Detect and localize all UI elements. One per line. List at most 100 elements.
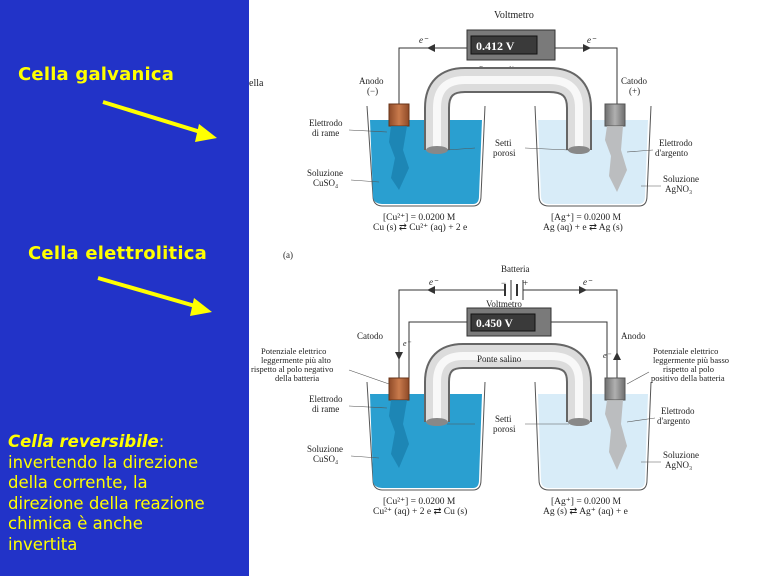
bottom-e-down-right: e⁻ — [603, 351, 612, 360]
bottom-agno3-label-1: Soluzione — [663, 450, 699, 460]
bottom-right-potential-pointer — [626, 371, 650, 385]
bottom-cu-electrode-pointer — [348, 405, 388, 409]
top-electron-right: e⁻ — [587, 35, 597, 45]
top-silver-electrode — [605, 126, 627, 192]
panel-label-a: (a) — [283, 250, 293, 260]
top-porous-label-1: Setti — [495, 138, 512, 148]
top-electron-arrow-left — [427, 44, 435, 52]
bottom-wire-right — [523, 289, 618, 380]
bottom-ag-concentration: [Ag⁺] = 0.0200 M — [551, 497, 622, 507]
note-title: Cella reversibile — [8, 432, 159, 451]
bottom-left-potential-4: della batteria — [275, 373, 319, 383]
bottom-cuso4-label-2: CuSO₄ — [313, 454, 338, 464]
top-porous-plug-left — [426, 146, 448, 154]
top-cuso4-pointer — [350, 179, 380, 183]
top-wire-left — [398, 47, 467, 104]
top-ag-electrode-label-2: d'argento — [655, 148, 688, 158]
note-line: direzione della reazione — [8, 493, 205, 513]
top-cu-electrode-label-2: di rame — [312, 128, 339, 138]
bottom-silver-electrode — [605, 400, 627, 470]
bottom-copper-electrode — [389, 400, 409, 468]
bottom-porous-plug-left — [426, 418, 448, 426]
bottom-ag-electrode-label-2: d'argento — [657, 416, 690, 426]
top-anode-label: Anodo — [359, 76, 384, 86]
top-cu-reaction: Cu (s) ⇄ Cu²⁺ (aq) + 2 e — [373, 222, 467, 233]
top-silver-electrode-top — [604, 103, 626, 127]
bottom-e-down-left: e⁻ — [403, 339, 412, 348]
arrow-galvanic — [102, 100, 217, 142]
top-porous-pointer-left — [446, 147, 476, 151]
battery-plus: + — [523, 278, 528, 288]
bottom-cu-electrode-label-2: di rame — [312, 404, 339, 414]
bottom-silver-electrode-top — [604, 377, 626, 401]
bottom-cathode-label: Catodo — [357, 331, 383, 341]
bottom-left-potential-pointer — [348, 369, 390, 385]
top-copper-electrode — [389, 126, 409, 190]
top-cu-electrode-pointer — [348, 129, 388, 133]
bottom-agno3-label-2: AgNO₃ — [665, 460, 692, 470]
bottom-right-potential-2: leggermente più basso — [653, 355, 729, 365]
top-electron-left: e⁻ — [419, 35, 429, 45]
bottom-voltmeter-display — [470, 313, 536, 332]
bottom-cu-concentration: [Cu²⁺] = 0.0200 M — [383, 497, 456, 507]
top-voltmeter-value: 0.412 V — [476, 39, 515, 53]
top-anode-sign: (−) — [367, 86, 378, 96]
label-electrolytic-cell: Cella elettrolitica — [28, 243, 207, 264]
reversible-cell-note: Cella reversibile: invertendo la direzio… — [8, 432, 248, 555]
bottom-right-potential-1: Potenziale elettrico — [653, 346, 718, 356]
bottom-electron-right: e⁻ — [583, 277, 593, 287]
bottom-electron-left: e⁻ — [429, 277, 439, 287]
bottom-cuso4-label-1: Soluzione — [307, 444, 343, 454]
top-ag-electrode-label-1: Elettrodo — [659, 138, 693, 148]
bottom-electron-arrow-right — [579, 286, 587, 294]
top-cathode-sign: (+) — [629, 86, 640, 96]
top-porous-plug-right — [568, 146, 590, 154]
note-line: invertita — [8, 534, 78, 554]
top-agno3-label-1: Soluzione — [663, 174, 699, 184]
top-electron-arrow-right — [583, 44, 591, 52]
figure-panel: ella Voltmetro e⁻ e⁻ 0.412 V Ponte salin… — [249, 0, 768, 576]
arrow-electrolytic — [97, 276, 212, 316]
top-cu-electrode-label-1: Elettrodo — [309, 118, 343, 128]
bottom-salt-bridge-shine — [433, 352, 583, 422]
bottom-wire-left — [398, 289, 505, 380]
top-cu-concentration: [Cu²⁺] = 0.0200 M — [383, 213, 456, 223]
partial-text: ella — [249, 78, 264, 89]
top-ag-electrode-pointer — [626, 149, 654, 153]
bottom-ag-electrode-pointer — [626, 417, 656, 423]
top-voltmeter-title: Voltmetro — [494, 10, 534, 21]
bottom-porous-plug-right — [568, 418, 590, 426]
bottom-porous-label-2: porosi — [493, 424, 516, 434]
top-cuso4-label-1: Soluzione — [307, 168, 343, 178]
bottom-left-potential-2: leggermente più alto — [261, 355, 331, 365]
top-ag-concentration: [Ag⁺] = 0.0200 M — [551, 213, 622, 223]
top-cuso4-label-2: CuSO₄ — [313, 178, 338, 188]
label-galvanic-cell: Cella galvanica — [18, 64, 175, 85]
battery-icon — [504, 280, 524, 300]
bottom-copper-electrode-top — [388, 377, 410, 401]
bottom-left-potential-1: Potenziale elettrico — [261, 346, 326, 356]
bottom-porous-label-1: Setti — [495, 414, 512, 424]
bottom-cu-electrode-label-1: Elettrodo — [309, 394, 343, 404]
note-line: della corrente, la — [8, 473, 148, 492]
top-porous-label-2: porosi — [493, 148, 516, 158]
bottom-voltmeter-wire-left — [408, 321, 467, 380]
electrochemical-cells-diagram: ella Voltmetro e⁻ e⁻ 0.412 V Ponte salin… — [249, 10, 729, 517]
bottom-ag-electrode-label-1: Elettrodo — [661, 406, 695, 416]
top-copper-electrode-top — [388, 103, 410, 127]
top-cathode-label: Catodo — [621, 76, 647, 86]
bottom-agno3-solution — [538, 394, 648, 488]
top-wire-right — [555, 47, 618, 104]
battery-minus: − — [501, 278, 506, 288]
top-salt-bridge-shine — [433, 76, 583, 150]
bottom-right-potential-4: positivo della batteria — [651, 373, 725, 383]
bottom-anode-label: Anodo — [621, 331, 646, 341]
bottom-salt-bridge-label: Ponte salino — [477, 354, 522, 364]
top-voltmeter-display — [470, 35, 538, 55]
bottom-electron-arrow-left — [427, 286, 435, 294]
bottom-e-down-arrow-left — [395, 352, 403, 360]
bottom-ag-reaction: Ag (s) ⇄ Ag⁺ (aq) + e — [543, 506, 628, 517]
bottom-e-up-arrow-right — [613, 352, 621, 360]
bottom-cuso4-pointer — [350, 455, 380, 459]
top-ag-reaction: Ag (aq) + e ⇄ Ag (s) — [543, 222, 623, 233]
